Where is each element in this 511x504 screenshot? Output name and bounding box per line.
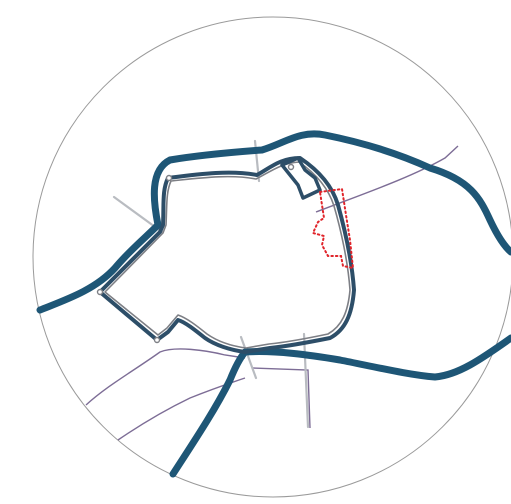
wall-citadel	[280, 156, 322, 200]
wall-inner	[104, 161, 351, 349]
road-east-diagonal	[315, 145, 459, 213]
wall-tower-north	[165, 174, 173, 182]
purple-roads	[85, 145, 459, 441]
road-south-2	[302, 332, 310, 429]
wall-tower-west	[96, 288, 104, 296]
wall-tower-southwest	[153, 336, 161, 344]
road-south-east	[251, 367, 311, 429]
river-south-branch	[169, 334, 511, 478]
road-southwest-1	[85, 348, 246, 406]
city-wall	[96, 156, 356, 354]
gray-roads	[112, 139, 310, 429]
river-north-branch	[36, 130, 511, 314]
wall-tower-citadel	[287, 163, 295, 171]
river	[36, 130, 511, 478]
map-frame-circle	[32, 16, 511, 498]
wall-outer	[98, 156, 356, 354]
road-south-1	[239, 335, 258, 380]
